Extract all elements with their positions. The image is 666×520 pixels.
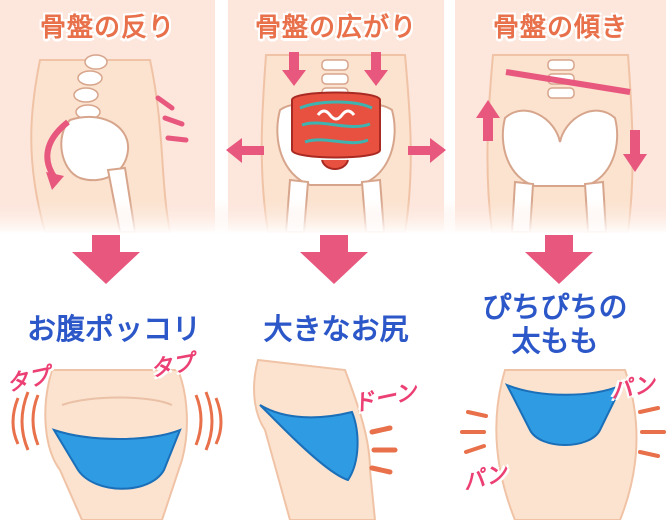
buttocks-illustration xyxy=(253,358,398,520)
result-belly: お腹ポッコリ xyxy=(26,312,201,346)
down-arrow-icon xyxy=(72,235,593,284)
intestine-illustration xyxy=(291,91,381,170)
panel-title-pelvis-tilt-side: 骨盤の傾き xyxy=(492,13,628,43)
panel-title-pelvis-widen: 骨盤の広がり xyxy=(254,13,417,43)
result-buttocks: 大きなお尻 xyxy=(263,312,409,346)
thighs-illustration xyxy=(460,369,666,520)
belly-illustration xyxy=(11,369,223,520)
result-thighs: ぴちぴちの 太もも xyxy=(482,290,628,358)
panel-title-pelvis-tilt-back: 骨盤の反り xyxy=(39,13,175,43)
